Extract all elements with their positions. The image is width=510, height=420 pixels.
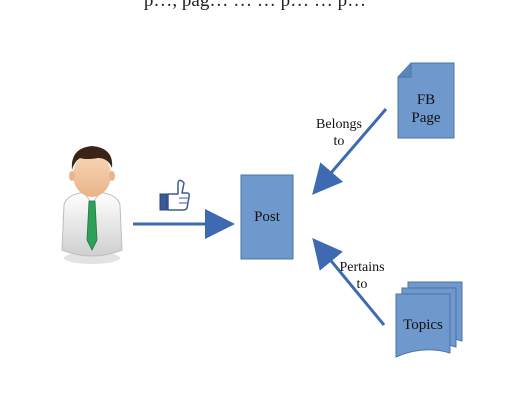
pertains-to-label-line1: Pertains xyxy=(339,260,384,275)
belongs-to-arrow xyxy=(312,108,388,195)
post-label: Post xyxy=(254,209,281,225)
user-icon xyxy=(61,146,123,264)
pertains-to-arrow xyxy=(312,238,386,326)
topics-label: Topics xyxy=(403,317,443,333)
cropped-caption-text: p…, pag… … … p… … p… xyxy=(143,0,367,11)
fb-page-label-line2: Page xyxy=(411,110,441,126)
belongs-to-label-line2: to xyxy=(334,134,345,149)
belongs-to-label-line1: Belongs xyxy=(316,117,362,132)
fb-page-node: FB Page xyxy=(397,62,455,139)
post-node: Post xyxy=(240,174,294,260)
fb-page-label-line1: FB xyxy=(417,92,435,108)
thumbs-up-icon xyxy=(159,179,190,211)
pertains-to-label-line2: to xyxy=(357,277,368,292)
topics-node: Topics xyxy=(395,281,463,358)
